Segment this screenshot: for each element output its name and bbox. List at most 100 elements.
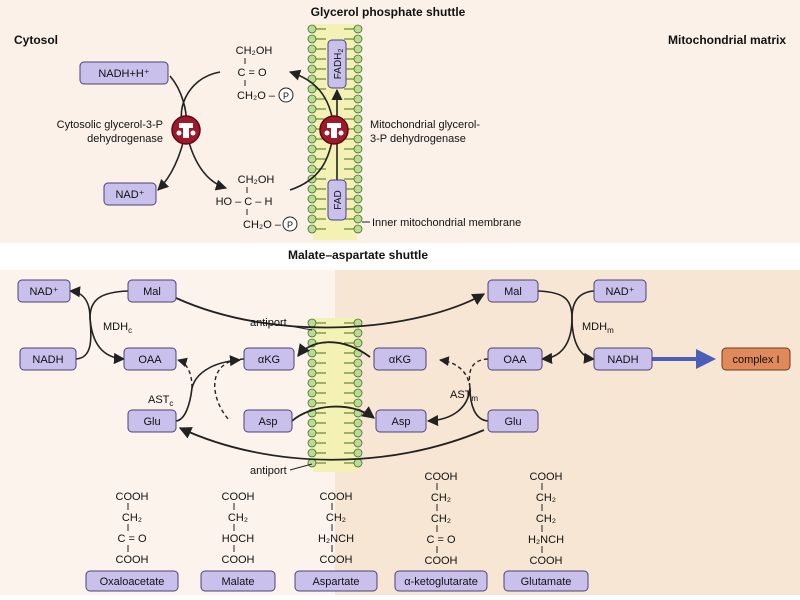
top-membrane-lipid-head bbox=[353, 194, 363, 204]
structure-line: COOH bbox=[530, 555, 563, 567]
top-membrane-lipid-head bbox=[307, 104, 317, 114]
top-membrane-lipid-head bbox=[353, 204, 363, 214]
top-membrane-lipid-head bbox=[353, 24, 363, 34]
mito-enzyme-label-2: 3-P dehydrogenase bbox=[370, 133, 466, 145]
dhap-line-3: CH₂O – bbox=[237, 90, 276, 102]
right-ast-to-akg-curve bbox=[439, 356, 471, 389]
structure-line: H₂NCH bbox=[318, 533, 354, 545]
fadh2-label: FADH2 bbox=[333, 49, 345, 80]
top-membrane-lipid-head bbox=[353, 184, 363, 194]
top-membrane-lipid-head bbox=[353, 114, 363, 124]
nadh-h-label: NADH+H⁺ bbox=[98, 68, 150, 80]
nadh-h-box bbox=[79, 61, 169, 85]
structure-line: H₂NCH bbox=[528, 534, 564, 546]
top-membrane-lipid-head bbox=[307, 184, 317, 194]
top-membrane-lipid-head bbox=[353, 104, 363, 114]
bottom-membrane-lipid-head bbox=[353, 368, 363, 378]
structure-line: CH₂ bbox=[326, 512, 346, 524]
bottom-membrane-lipid-head bbox=[307, 398, 317, 408]
fad-label: FAD bbox=[333, 190, 344, 209]
antiport-top-label: antiport bbox=[250, 317, 287, 329]
left-nadh-node: NADH bbox=[19, 347, 77, 371]
dhap-phosphate-circle bbox=[278, 87, 294, 103]
mitochondrial-g3p-dehydrogenase-icon bbox=[319, 115, 349, 145]
top-membrane-lipid-head bbox=[307, 144, 317, 154]
top-membrane-lipid-head bbox=[307, 214, 317, 224]
fadh2-box bbox=[327, 39, 347, 89]
g3p-phosphate-label: P bbox=[287, 220, 293, 230]
bottom-membrane-lipid-head bbox=[307, 448, 317, 458]
malate-shuttle-membrane bbox=[307, 318, 363, 472]
bottom-membrane-lipid-head bbox=[353, 388, 363, 398]
right-asp-node: Asp bbox=[375, 409, 427, 433]
top-membrane-lipid-head bbox=[353, 214, 363, 224]
top-membrane-lipid-head bbox=[307, 224, 317, 234]
svg-text:NADH: NADH bbox=[32, 354, 63, 366]
bottom-membrane-lipid-head bbox=[307, 318, 317, 328]
structure-line: COOH bbox=[320, 491, 353, 503]
svg-text:NAD⁺: NAD⁺ bbox=[605, 286, 634, 298]
top-membrane-lipid-head bbox=[307, 84, 317, 94]
mito-enzyme-label-1: Mitochondrial glycerol- bbox=[370, 119, 480, 131]
right-nadh-node: NADH bbox=[593, 347, 653, 371]
malate-shuttle-title: Malate–aspartate shuttle bbox=[288, 248, 428, 262]
left-nad-node: NAD⁺ bbox=[17, 279, 71, 303]
top-membrane-lipid-head bbox=[353, 34, 363, 44]
svg-text:Glu: Glu bbox=[504, 416, 521, 428]
bottom-membrane-lipid-head bbox=[307, 348, 317, 358]
bottom-membrane-lipid-head bbox=[353, 328, 363, 338]
g3p-phosphate-circle bbox=[282, 216, 298, 232]
bottom-membrane-lipid-head bbox=[353, 378, 363, 388]
mal-cross-arrow bbox=[175, 293, 486, 329]
top-membrane-lipid-head bbox=[307, 24, 317, 34]
bottom-membrane-lipid-head bbox=[307, 438, 317, 448]
svg-text:αKG: αKG bbox=[258, 354, 280, 366]
cyto-enzyme-label-2: dehydrogenase bbox=[87, 133, 163, 145]
bottom-membrane-lipid-head bbox=[353, 438, 363, 448]
structure-line: COOH bbox=[116, 491, 149, 503]
left-ast-to-oaa-curve bbox=[177, 357, 193, 389]
right-mdh-label: MDHm bbox=[582, 321, 614, 335]
structure-line: COOH bbox=[116, 554, 149, 566]
structure-name-label: α-ketoglutarate bbox=[404, 576, 478, 588]
structure-line: COOH bbox=[425, 471, 458, 483]
left-glu-node: Glu bbox=[127, 409, 177, 433]
fad-box bbox=[327, 179, 347, 221]
top-membrane-lipid-head bbox=[353, 154, 363, 164]
right-mal-node: Mal bbox=[487, 279, 539, 303]
left-asp-node: Asp bbox=[243, 409, 293, 433]
svg-text:Mal: Mal bbox=[504, 286, 522, 298]
top-membrane-lipid-head bbox=[353, 74, 363, 84]
top-membrane-lipid-head bbox=[307, 164, 317, 174]
structure-name-box bbox=[200, 570, 276, 592]
dhap-phosphate-label: P bbox=[283, 91, 289, 101]
right-glu-node: Glu bbox=[487, 409, 539, 433]
top-membrane-lipid-head bbox=[353, 64, 363, 74]
top-membrane-lipid-head bbox=[353, 94, 363, 104]
glu-cross-arrow bbox=[178, 427, 485, 461]
bottom-membrane-lipid-head bbox=[307, 328, 317, 338]
left-ast-to-akg-curve bbox=[191, 355, 242, 389]
bottom-membrane-lipid-head bbox=[307, 358, 317, 368]
right-ast-to-asp-curve bbox=[426, 387, 471, 427]
structure-name-label: Aspartate bbox=[312, 576, 359, 588]
svg-text:OAA: OAA bbox=[503, 354, 527, 366]
bottom-membrane-lipid-head bbox=[353, 448, 363, 458]
bottom-membrane-lipid-head bbox=[307, 368, 317, 378]
bottom-membrane-lipid-head bbox=[307, 418, 317, 428]
top-membrane-lipid-head bbox=[307, 44, 317, 54]
structure-line: CH₂ bbox=[536, 492, 556, 504]
top-membrane-lipid-head bbox=[307, 94, 317, 104]
left-mdh-to-nad-curve bbox=[68, 286, 91, 319]
right-ast-label: ASTm bbox=[450, 389, 478, 403]
structure-line: CH₂ bbox=[431, 513, 451, 525]
complex-i-node: complex I bbox=[721, 347, 791, 371]
structure-line: CH₂ bbox=[228, 512, 248, 524]
